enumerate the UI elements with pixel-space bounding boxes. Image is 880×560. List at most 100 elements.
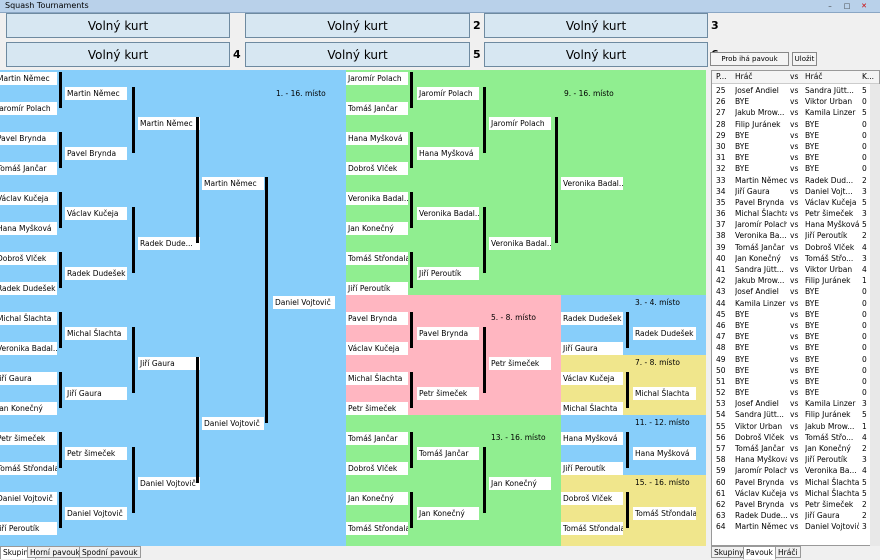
tab-bracket[interactable]: Pavouk [743,546,776,559]
col-header-player2[interactable]: Hráč [805,72,823,81]
close-icon[interactable]: ✕ [861,2,867,10]
player-name[interactable]: Jiří Peroutík [0,522,57,535]
player-name[interactable]: Hana Myšková [0,222,57,235]
table-scrollbar[interactable] [870,84,880,546]
player-name[interactable]: Václav Kučeja [65,207,127,220]
player-name[interactable]: Václav Kučeja [561,372,623,385]
player-name[interactable]: Tomáš Jančar [417,447,479,460]
player-name[interactable]: Petr šimeček [417,387,479,400]
player-name[interactable]: Pavel Brynda [417,327,479,340]
player-name[interactable]: Petr šimeček [0,432,57,445]
player-name[interactable]: Daniel Vojtovič [138,477,200,490]
player-name[interactable]: Martin Němec [65,87,127,100]
player-name[interactable]: Tomáš Střondala [0,462,57,475]
col-header-player1[interactable]: Hráč [735,72,753,81]
player-name[interactable]: Petr šimeček [489,357,551,370]
player-name[interactable]: Daniel Vojtovič [65,507,127,520]
player-name[interactable]: Veronika Badal... [417,207,479,220]
player-name[interactable]: Michal Šlachta [0,312,57,325]
player-name[interactable]: Martin Němec [202,177,264,190]
col-header-court[interactable]: K... [862,72,875,81]
court-3[interactable]: Volný kurt [484,13,708,38]
generate-bracket-button[interactable]: Prob ihá pavouk [710,52,789,66]
minimize-icon[interactable]: – [828,2,832,10]
player-name[interactable]: Michal Šlachta [633,387,696,400]
player-name[interactable]: Tomáš Jančar [346,102,408,115]
player-name[interactable]: Daniel Vojtovič [273,296,335,309]
player-name[interactable]: Petr šimeček [346,402,408,415]
tab-horni-pavouk[interactable]: Horní pavouk [27,546,83,558]
player-name[interactable]: Michal Šlachta [65,327,127,340]
player-name[interactable]: Martin Němec [0,72,57,85]
tab-spodni-pavouk[interactable]: Spodní pavouk [79,546,141,558]
player-name[interactable]: Veronika Badal... [561,177,623,190]
player-name[interactable]: Jan Konečný [489,477,551,490]
player-name[interactable]: Jan Konečný [417,507,479,520]
player-name[interactable]: Radek Dudešek [561,312,623,325]
player-name[interactable]: Jiří Peroutík [561,462,623,475]
player-name[interactable]: Jan Konečný [0,402,57,415]
player-name[interactable]: Dobroš Vlček [561,492,623,505]
player-name[interactable]: Michal Šlachta [561,402,623,415]
save-button[interactable]: Uložit [792,52,817,66]
court-1[interactable]: Volný kurt [6,13,230,38]
player-name[interactable]: Martin Němec [138,117,200,130]
player-name[interactable]: Tomáš Střondala [561,522,623,535]
player-name[interactable]: Dobroš Vlček [346,162,408,175]
player-name[interactable]: Hana Myšková [346,132,408,145]
player-name[interactable]: Hana Myšková [561,432,623,445]
player-name[interactable]: Pavel Brynda [65,147,127,160]
player-name[interactable]: Daniel Vojtovič [202,417,264,430]
player-name[interactable]: Jiří Gaura [0,372,57,385]
player-name[interactable]: Radek Dudešek [65,267,127,280]
player-name[interactable]: Tomáš Jančar [0,162,57,175]
player-name[interactable]: Jiří Gaura [561,342,623,355]
player-name[interactable]: Michal Šlachta [346,372,408,385]
player-name[interactable]: Radek Dudešek [633,327,696,340]
player-name[interactable]: Hana Myšková [417,147,479,160]
player-name[interactable]: Veronika Badal... [0,342,57,355]
player-name[interactable]: Dobroš Vlček [0,252,57,265]
player-name[interactable]: Veronika Badal... [489,237,551,250]
col-header-vs[interactable]: vs [790,72,799,81]
player-name[interactable]: Tomáš Střondala [346,252,408,265]
player-name[interactable]: Jiří Peroutík [417,267,479,280]
player-name[interactable]: Hana Myšková [633,447,696,460]
player-name[interactable]: Jaromír Polach [346,72,408,85]
player-name[interactable]: Pavel Brynda [346,312,408,325]
col-header-number[interactable]: P... [716,72,727,81]
player-name[interactable]: Radek Dudešek [0,282,57,295]
tab-groups[interactable]: Skupiny [711,546,747,558]
